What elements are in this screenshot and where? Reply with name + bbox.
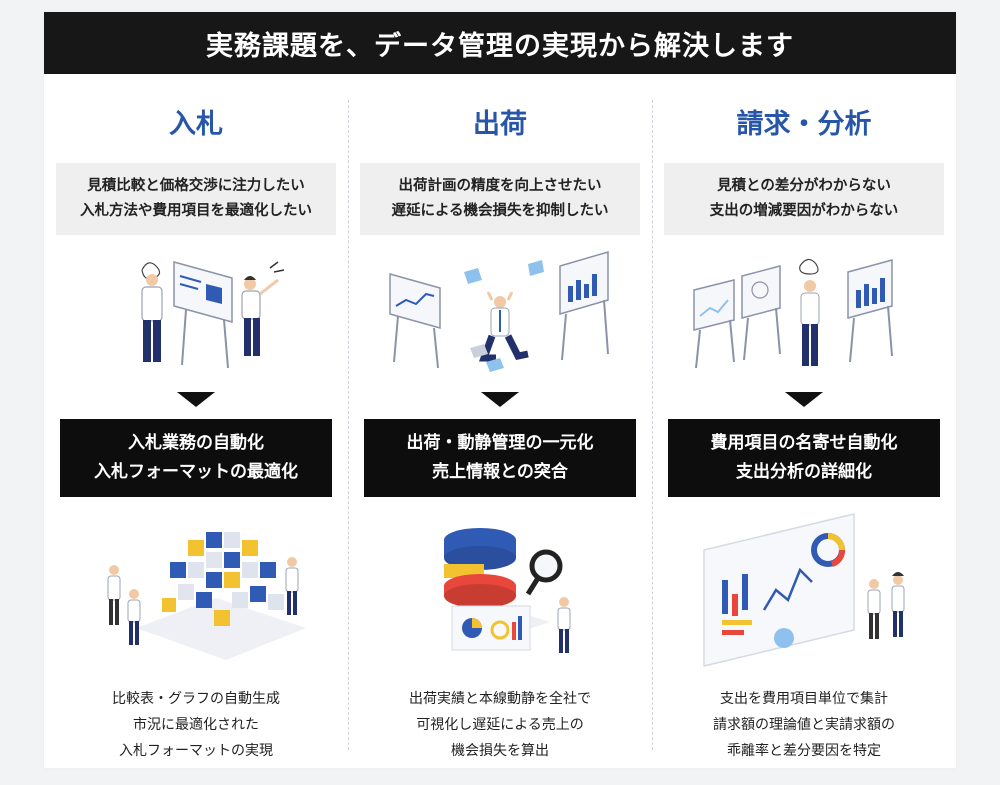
page-title: 実務課題を、データ管理の実現から解決します bbox=[206, 30, 794, 62]
solution-line: 入札業務の自動化 bbox=[128, 433, 264, 453]
result-line: 支出を費用項目単位で集計 bbox=[720, 691, 888, 707]
solution-line: 売上情報との突合 bbox=[432, 462, 568, 482]
issue-line: 入札方法や費用項目を最適化したい bbox=[80, 203, 312, 219]
main-card: 実務課題を、データ管理の実現から解決します 入札 見積比較と価格交渉に注力したい… bbox=[44, 12, 956, 768]
column-divider bbox=[348, 100, 349, 750]
solution-line: 入札フォーマットの最適化 bbox=[94, 462, 298, 482]
column-title: 入札 bbox=[169, 109, 223, 140]
result-line: 可視化し遅延による売上の bbox=[416, 717, 584, 733]
column-title: 出荷 bbox=[473, 109, 527, 140]
result-line: 市況に最適化された bbox=[133, 717, 259, 733]
analysis-cylinder-illustration bbox=[444, 528, 571, 653]
issue-line: 支出の増減要因がわからない bbox=[709, 203, 899, 219]
solution-line: 支出分析の詳細化 bbox=[736, 462, 872, 482]
dashboard-review-illustration bbox=[703, 513, 905, 667]
header-banner: 実務課題を、データ管理の実現から解決します bbox=[44, 12, 956, 74]
result-line: 機会損失を算出 bbox=[451, 743, 549, 759]
result-line: 乖離率と差分要因を特定 bbox=[727, 743, 881, 759]
issue-line: 見積比較と価格交渉に注力したい bbox=[87, 178, 305, 194]
down-arrow-icon bbox=[177, 392, 215, 407]
column-divider bbox=[652, 100, 653, 750]
issue-line: 見積との差分がわからない bbox=[717, 178, 891, 194]
solution-box: 出荷・動静管理の一元化 売上情報との突合 bbox=[364, 419, 636, 497]
issue-line: 遅延による機会損失を抑制したい bbox=[391, 203, 609, 219]
solution-line: 費用項目の名寄せ自動化 bbox=[710, 433, 898, 453]
solution-line: 出荷・動静管理の一元化 bbox=[406, 433, 594, 453]
column-bidding: 入札 見積比較と価格交渉に注力したい 入札方法や費用項目を最適化したい bbox=[44, 74, 348, 768]
result-text: 支出を費用項目単位で集計 請求額の理論値と実請求額の 乖離率と差分要因を特定 bbox=[652, 686, 956, 764]
solution-box: 費用項目の名寄せ自動化 支出分析の詳細化 bbox=[668, 419, 940, 497]
result-line: 出荷実績と本線動静を全社で bbox=[409, 691, 591, 707]
column-title: 請求・分析 bbox=[736, 109, 872, 140]
result-line: 比較表・グラフの自動生成 bbox=[112, 691, 280, 707]
shipping-stress-illustration bbox=[389, 251, 609, 372]
result-text: 出荷実績と本線動静を全社で 可視化し遅延による売上の 機会損失を算出 bbox=[348, 686, 652, 764]
column-shipping: 出荷 出荷計画の精度を向上させたい 遅延による機会損失を抑制したい bbox=[348, 74, 652, 768]
result-text: 比較表・グラフの自動生成 市況に最適化された 入札フォーマットの実現 bbox=[44, 686, 348, 764]
issue-box: 見積比較と価格交渉に注力したい 入札方法や費用項目を最適化したい bbox=[56, 163, 336, 235]
down-arrow-icon bbox=[785, 392, 823, 407]
down-arrow-icon bbox=[481, 392, 519, 407]
result-line: 入札フォーマットの実現 bbox=[119, 743, 273, 759]
solution-box: 入札業務の自動化 入札フォーマットの最適化 bbox=[60, 419, 332, 497]
confused-analyst-illustration bbox=[693, 258, 893, 369]
cube-automation-illustration bbox=[107, 532, 306, 660]
result-line: 請求額の理論値と実請求額の bbox=[713, 717, 895, 733]
issue-box: 見積との差分がわからない 支出の増減要因がわからない bbox=[664, 163, 944, 235]
issue-box: 出荷計画の精度を向上させたい 遅延による機会損失を抑制したい bbox=[360, 163, 640, 235]
issue-line: 出荷計画の精度を向上させたい bbox=[398, 178, 602, 194]
column-billing-analysis: 請求・分析 見積との差分がわからない 支出の増減要因がわからない bbox=[652, 74, 956, 768]
stressed-team-illustration bbox=[141, 261, 285, 369]
